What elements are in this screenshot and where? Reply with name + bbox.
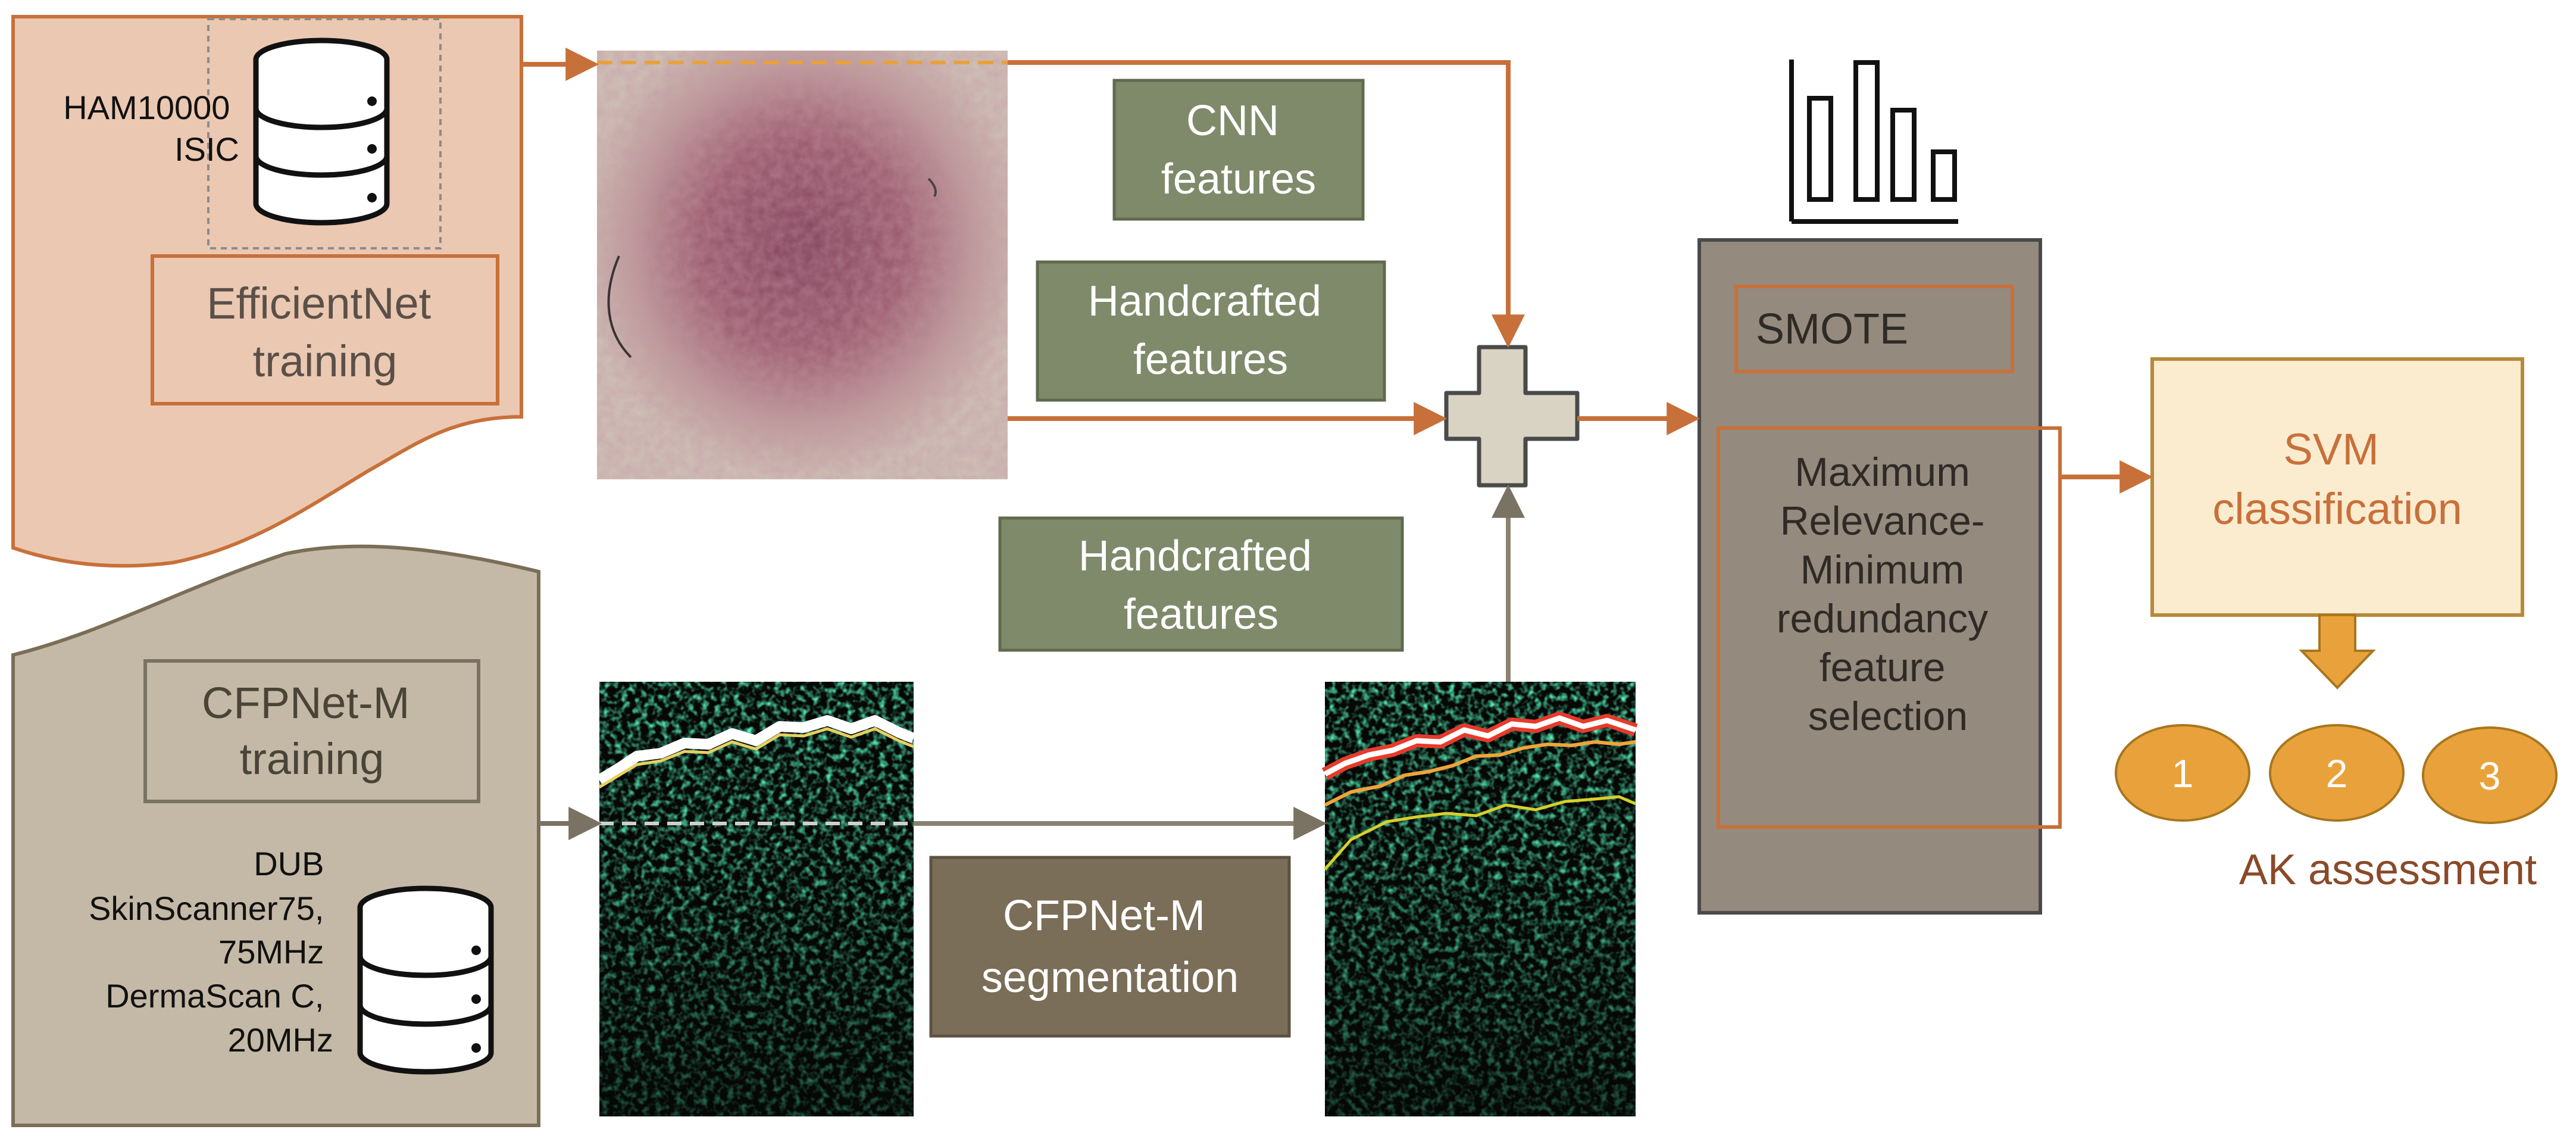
cnn-features-label: CNN features [1161, 97, 1316, 203]
arrow-cnn-to-plus [1008, 60, 1525, 348]
dataset-label-bottom: DUB SkinScanner75, 75MHz DermaScan C, 20… [89, 845, 333, 1059]
plus-icon [1444, 345, 1580, 488]
svm-classification-label: SVM classification [2212, 425, 2462, 533]
dataset-dashed-frame [207, 18, 442, 249]
handcrafted-features-top-label: Handcrafted features [1088, 277, 1333, 383]
grade-label-2: 2 [2326, 751, 2348, 795]
efficientnet-training-label: EfficientNet training [207, 279, 443, 386]
smote-box [1734, 285, 2014, 373]
mrmr-box [1717, 426, 2062, 829]
cnn-features-box: CNN features [1112, 79, 1365, 221]
svm-classification-box: SVM classification [2150, 357, 2524, 617]
grade-label-1: 1 [2172, 751, 2194, 795]
down-arrow-icon [2299, 614, 2376, 690]
grade-circle-3: 3 [2422, 726, 2558, 824]
grade-circle-2: 2 [2269, 724, 2405, 822]
bar-chart-icon [1789, 60, 1958, 224]
efficientnet-training-box [151, 254, 499, 405]
ultrasound-image-raw [596, 682, 916, 1116]
cfpnet-panel: CFPNet-M training DUB SkinScanner75, 75M… [11, 544, 540, 1127]
database-icon [253, 38, 390, 226]
dataset-label-top: HAM10000 ISIC [63, 89, 239, 168]
efficientnet-panel: HAM10000 ISIC EfficientNet training [11, 15, 523, 568]
handcrafted-features-top-box: Handcrafted features [1036, 260, 1386, 402]
cfpnet-segmentation-box: CFPNet-M segmentation [929, 856, 1291, 1038]
mrmr-label: Maximum Relevance- Minimum redundancy fe… [1777, 450, 1999, 739]
ultrasound-image-segmented [1321, 682, 1638, 1116]
dermoscopy-image [597, 51, 1008, 479]
handcrafted-features-bottom-box: Handcrafted features [998, 516, 1404, 652]
connectors [521, 48, 2153, 840]
ak-assessment-label: AK assessment [2239, 846, 2537, 894]
feature-selection-panel: SMOTE Maximum Relevance- Minimum redunda… [1697, 238, 2062, 915]
grade-label-3: 3 [2479, 754, 2501, 798]
database-icon [357, 885, 494, 1075]
cfpnet-training-box [143, 659, 480, 803]
smote-label: SMOTE [1756, 305, 1908, 353]
cfpnet-training-label: CFPNet-M training [202, 678, 422, 784]
handcrafted-features-bottom-label: Handcrafted features [1078, 532, 1324, 638]
grade-circle-1: 1 [2115, 724, 2250, 822]
cfpnet-segmentation-label: CFPNet-M segmentation [981, 892, 1239, 1002]
